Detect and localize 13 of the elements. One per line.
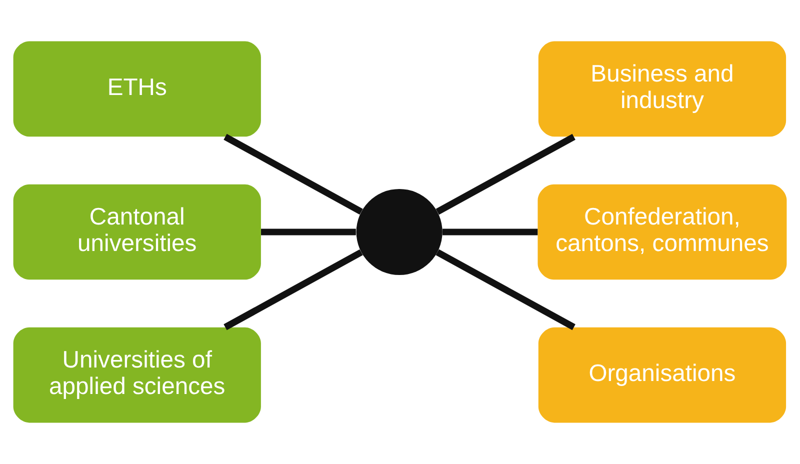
connector [436,249,576,330]
node-box: Business and industry [538,41,786,137]
connector [224,249,363,330]
connector [224,134,363,215]
node-box: Cantonal universities [13,184,261,280]
node-box: ETHs [13,41,261,137]
connector [261,228,356,236]
node-box: Universities of applied sciences [13,327,261,423]
connector [436,134,576,215]
connector [442,228,538,236]
node-box: Organisations [538,327,786,423]
node-circle [356,188,442,276]
node-box: Confederation, cantons, communes [538,184,787,280]
